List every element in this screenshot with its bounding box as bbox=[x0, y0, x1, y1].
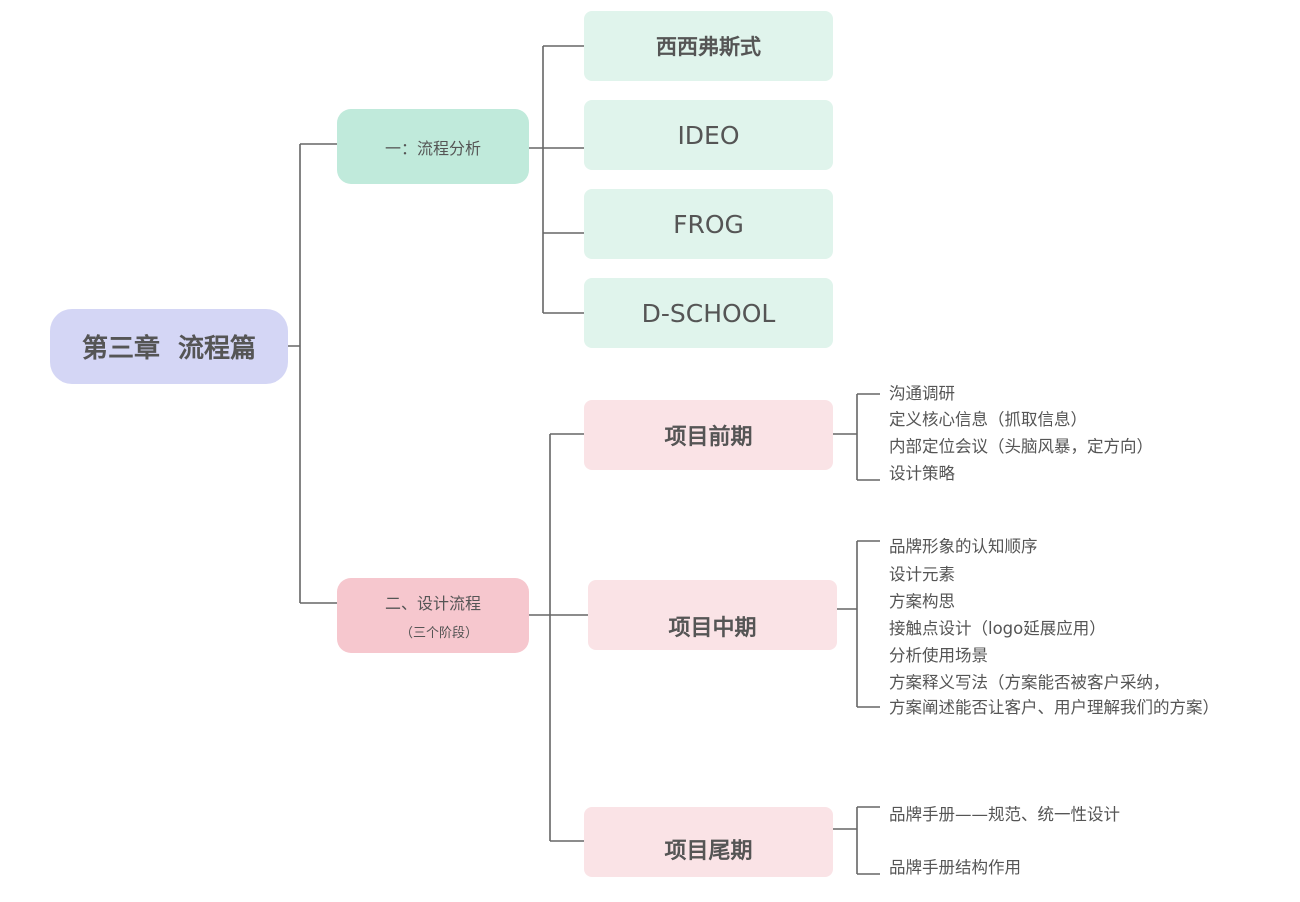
stage-label: 项目尾期 bbox=[664, 839, 753, 864]
method-node[interactable]: IDEO bbox=[584, 100, 833, 170]
root-label: 第三章 流程篇 bbox=[81, 334, 257, 364]
leaf-item: 分析使用场景 bbox=[889, 646, 988, 665]
method-node[interactable]: FROG bbox=[584, 189, 833, 259]
leaf-item: 品牌手册——规范、统一性设计 bbox=[889, 805, 1120, 824]
leaf-item: 方案释义写法（方案能否被客户采纳， bbox=[889, 673, 1170, 692]
connector-process-stages bbox=[529, 433, 601, 842]
stage-node-early[interactable]: 项目前期 bbox=[584, 400, 833, 470]
leaf-item: 品牌手册结构作用 bbox=[889, 858, 1021, 877]
branch-analysis-node[interactable]: 一：流程分析 bbox=[337, 109, 529, 184]
method-label: IDEO bbox=[677, 120, 740, 150]
method-label: D-SCHOOL bbox=[641, 298, 776, 328]
root-node[interactable]: 第三章 流程篇 bbox=[50, 309, 288, 384]
stage-label: 项目前期 bbox=[664, 425, 753, 450]
method-node[interactable]: 西西弗斯式 bbox=[584, 11, 833, 81]
branch-process-sublabel: （三个阶段） bbox=[399, 626, 478, 641]
branch-process-label: 二、设计流程 bbox=[384, 594, 481, 613]
leaf-item: 品牌形象的认知顺序 bbox=[889, 537, 1038, 556]
leaf-item: 沟通调研 bbox=[889, 384, 955, 403]
method-label: FROG bbox=[673, 209, 744, 239]
leaf-item: 定义核心信息（抓取信息） bbox=[889, 410, 1087, 429]
stage-node-late[interactable]: 项目尾期 bbox=[584, 807, 833, 877]
method-node[interactable]: D-SCHOOL bbox=[584, 278, 833, 348]
connector-mid-items bbox=[830, 540, 880, 708]
connector-analysis-methods bbox=[521, 45, 590, 314]
stage-node-mid[interactable]: 项目中期 bbox=[588, 580, 837, 650]
method-label: 西西弗斯式 bbox=[656, 35, 761, 59]
leaf-item: 接触点设计（logo延展应用） bbox=[889, 619, 1106, 638]
branch-process-node[interactable]: 二、设计流程 （三个阶段） bbox=[337, 578, 529, 653]
leaf-item: 设计策略 bbox=[889, 464, 955, 483]
leaf-item: 设计元素 bbox=[889, 565, 955, 584]
connector-root-branches bbox=[288, 143, 337, 604]
leaf-item: 内部定位会议（头脑风暴，定方向） bbox=[889, 437, 1153, 456]
connector-early-items bbox=[832, 393, 880, 481]
branch-analysis-label: 一：流程分析 bbox=[384, 138, 481, 158]
connector-late-items bbox=[832, 806, 880, 875]
stage-label: 项目中期 bbox=[668, 616, 757, 641]
leaf-item: 方案阐述能否让客户、用户理解我们的方案） bbox=[889, 698, 1219, 717]
leaf-item: 方案构思 bbox=[889, 592, 955, 611]
